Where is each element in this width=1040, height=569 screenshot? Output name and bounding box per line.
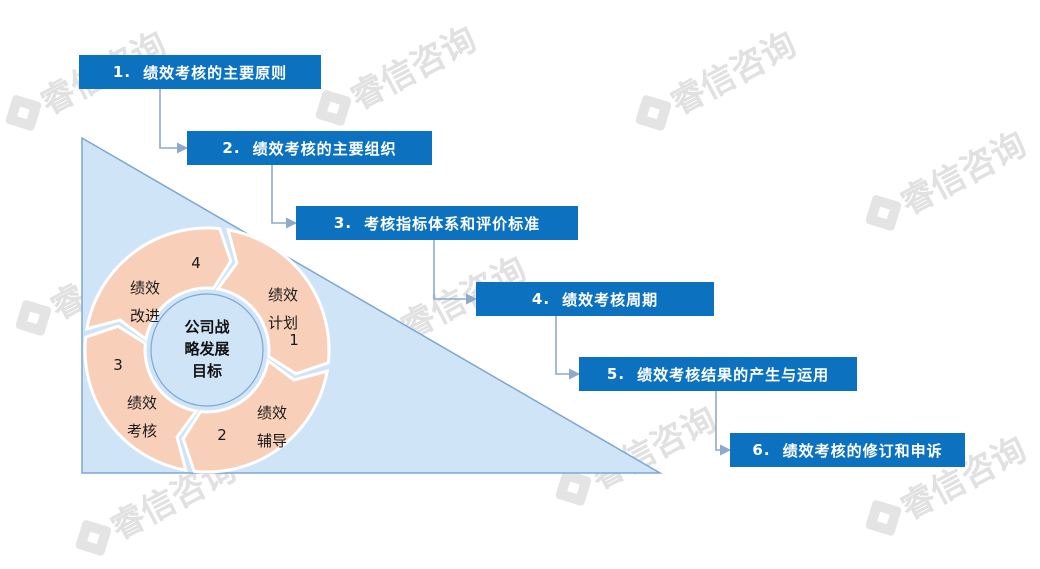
cycle-segment-1 bbox=[215, 227, 331, 376]
step-number: 1. bbox=[112, 63, 132, 81]
cycle-segment-number: 4 bbox=[191, 254, 201, 272]
step-number: 5. bbox=[606, 365, 626, 383]
step-number: 4. bbox=[531, 290, 551, 308]
cycle-center-label: 公司战 bbox=[184, 318, 229, 336]
cycle-segment-2 bbox=[181, 358, 330, 474]
connector-arrow bbox=[555, 316, 581, 380]
connector-arrow bbox=[159, 89, 189, 154]
step-number: 3. bbox=[333, 214, 353, 232]
step-label: 考核指标体系和评价标准 bbox=[364, 214, 541, 233]
step-box-3: 3. 考核指标体系和评价标准 bbox=[296, 206, 578, 240]
cycle-segment-label: 改进 bbox=[130, 307, 160, 325]
step-label: 绩效考核的主要原则 bbox=[143, 63, 288, 82]
cycle-segment-3 bbox=[83, 324, 199, 473]
step-connectors bbox=[159, 89, 732, 456]
step-number: 6. bbox=[752, 441, 771, 459]
step-label: 绩效考核的主要组织 bbox=[252, 139, 397, 158]
cycle-segment-number: 1 bbox=[289, 331, 299, 349]
cycle-segment-number: 2 bbox=[217, 426, 227, 444]
step-box-4: 4. 绩效考核周期 bbox=[476, 282, 714, 316]
cycle-center-label: 目标 bbox=[192, 362, 222, 380]
cycle-segment-label: 考核 bbox=[127, 422, 157, 440]
step-box-2: 2. 绩效考核的主要组织 bbox=[187, 131, 432, 165]
cycle-segment-label: 绩效 bbox=[257, 404, 287, 422]
cycle-segment-label: 计划 bbox=[268, 314, 298, 332]
step-box-5: 5. 绩效考核结果的产生与运用 bbox=[579, 357, 857, 391]
cycle-segment-label: 绩效 bbox=[268, 286, 298, 304]
cycle-segment-label: 绩效 bbox=[130, 279, 160, 297]
cycle-segment-label: 辅导 bbox=[257, 432, 287, 450]
connector-arrow bbox=[271, 165, 298, 229]
connector-arrow bbox=[433, 240, 478, 305]
cycle-segment-4 bbox=[84, 226, 233, 342]
step-number: 2. bbox=[222, 139, 241, 157]
cycle-center-circle bbox=[150, 293, 264, 407]
cycle-segment-label: 绩效 bbox=[127, 394, 157, 412]
step-box-1: 1. 绩效考核的主要原则 bbox=[79, 55, 321, 89]
step-label: 绩效考核的修订和申诉 bbox=[782, 441, 943, 460]
step-box-6: 6. 绩效考核的修订和申诉 bbox=[730, 433, 965, 467]
cycle-segment-number: 3 bbox=[113, 356, 123, 374]
connector-arrow bbox=[715, 391, 732, 456]
step-label: 绩效考核结果的产生与运用 bbox=[637, 365, 830, 384]
step-label: 绩效考核周期 bbox=[562, 290, 659, 309]
cycle-center-label: 略发展 bbox=[184, 340, 229, 358]
